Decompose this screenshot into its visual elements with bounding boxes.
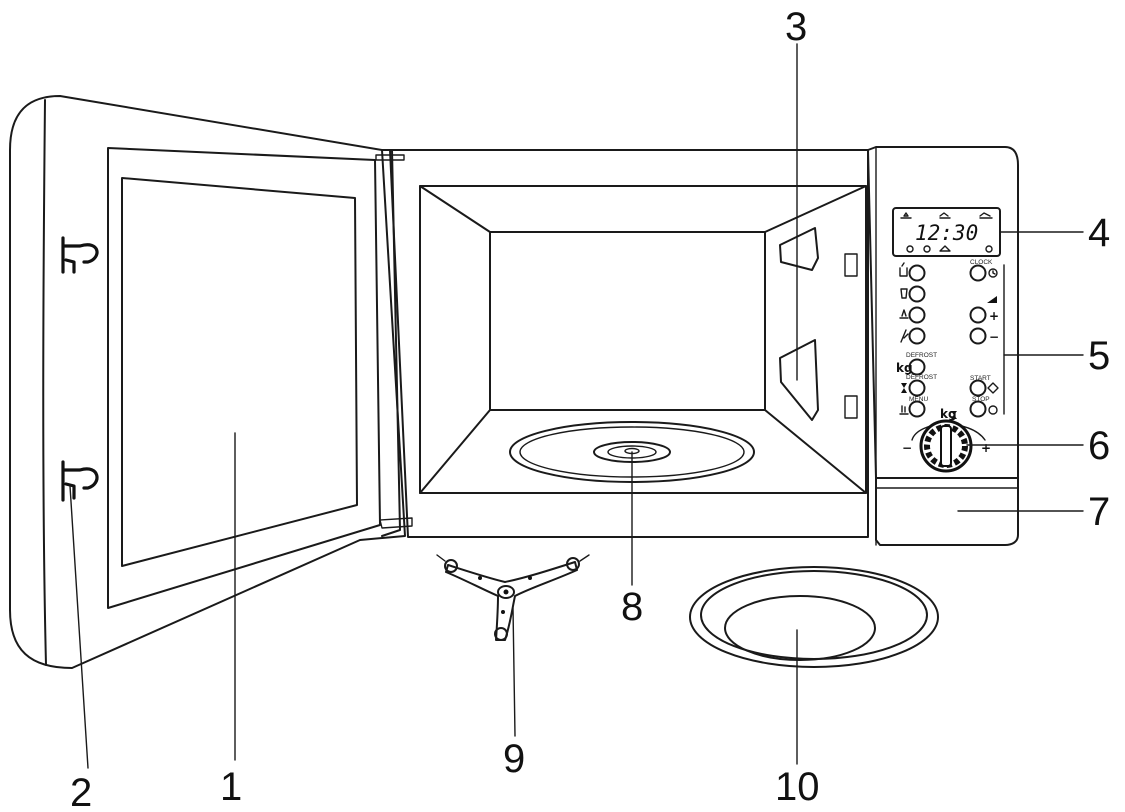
glass-tray bbox=[689, 566, 939, 668]
lcd-display: 12:30 bbox=[892, 207, 1001, 257]
door-window bbox=[121, 177, 358, 567]
defrost-time-button[interactable]: DEFROST bbox=[901, 374, 937, 397]
clock-label: CLOCK bbox=[970, 259, 993, 266]
callout-9: 9 bbox=[503, 737, 525, 781]
defrost-time-label: DEFROST bbox=[906, 374, 937, 381]
clock-icon bbox=[988, 268, 998, 278]
power-level-icon bbox=[987, 296, 997, 303]
callout-2: 2 bbox=[70, 771, 92, 812]
waveguide-covers bbox=[779, 227, 819, 421]
display-time: 12:30 bbox=[915, 221, 978, 245]
auto-cook-button[interactable] bbox=[900, 327, 926, 345]
control-panel: 12:30 bbox=[867, 146, 1019, 546]
hourglass-icon bbox=[901, 383, 907, 393]
clock-button[interactable]: CLOCK bbox=[969, 259, 998, 282]
callout-numbers: 1 2 3 4 5 6 7 8 9 10 bbox=[70, 5, 1110, 812]
stop-label: STOP bbox=[972, 396, 990, 403]
roller-ring bbox=[436, 554, 590, 641]
interlock-slot-upper bbox=[844, 253, 858, 277]
callout-10: 10 bbox=[775, 765, 820, 809]
combi-button[interactable] bbox=[899, 306, 926, 324]
roller-wheel-left bbox=[444, 559, 458, 573]
stop-icon bbox=[988, 405, 998, 415]
interlock-slot-lower bbox=[844, 395, 858, 419]
door-release-button[interactable] bbox=[875, 477, 1019, 546]
stop-button[interactable]: STOP bbox=[969, 396, 998, 418]
dial-hourglass-icon bbox=[951, 411, 957, 419]
start-label: START bbox=[970, 375, 991, 382]
oven-cavity bbox=[419, 185, 867, 494]
minus-icon: − bbox=[989, 330, 999, 344]
start-icon bbox=[987, 382, 999, 394]
callout-8: 8 bbox=[621, 585, 643, 629]
callout-6: 6 bbox=[1088, 424, 1110, 468]
callout-7: 7 bbox=[1088, 490, 1110, 534]
dial-minus-icon: − bbox=[902, 441, 912, 455]
right-button-column: CLOCK + − START STOP bbox=[969, 259, 1000, 418]
defrost-weight-label: DEFROST bbox=[906, 352, 937, 359]
callout-4: 4 bbox=[1088, 211, 1110, 255]
defrost-weight-button[interactable]: DEFROST kg bbox=[896, 352, 937, 376]
roller-wheel-bottom bbox=[494, 627, 508, 641]
grill-button[interactable] bbox=[900, 285, 926, 303]
leader-lines bbox=[69, 43, 1084, 769]
start-button[interactable]: START bbox=[969, 375, 999, 397]
callout-3: 3 bbox=[785, 5, 807, 49]
minus-button[interactable]: − bbox=[969, 327, 1000, 345]
control-dial[interactable]: − + kg bbox=[902, 407, 991, 473]
callout-1: 1 bbox=[220, 765, 242, 809]
dial-plus-icon: + bbox=[981, 441, 991, 455]
plus-icon: + bbox=[989, 309, 999, 323]
roller-wheel-right bbox=[566, 557, 580, 571]
menu-button[interactable]: MENU bbox=[899, 396, 928, 418]
door-latch-hooks bbox=[61, 236, 99, 502]
kg-icon: kg bbox=[896, 361, 913, 375]
left-button-column: DEFROST kg DEFROST MENU bbox=[896, 262, 937, 418]
callout-5: 5 bbox=[1088, 334, 1110, 378]
door bbox=[9, 95, 413, 669]
microwave-button[interactable] bbox=[899, 262, 926, 282]
plus-button[interactable]: + bbox=[969, 306, 1000, 324]
menu-label: MENU bbox=[909, 396, 928, 403]
